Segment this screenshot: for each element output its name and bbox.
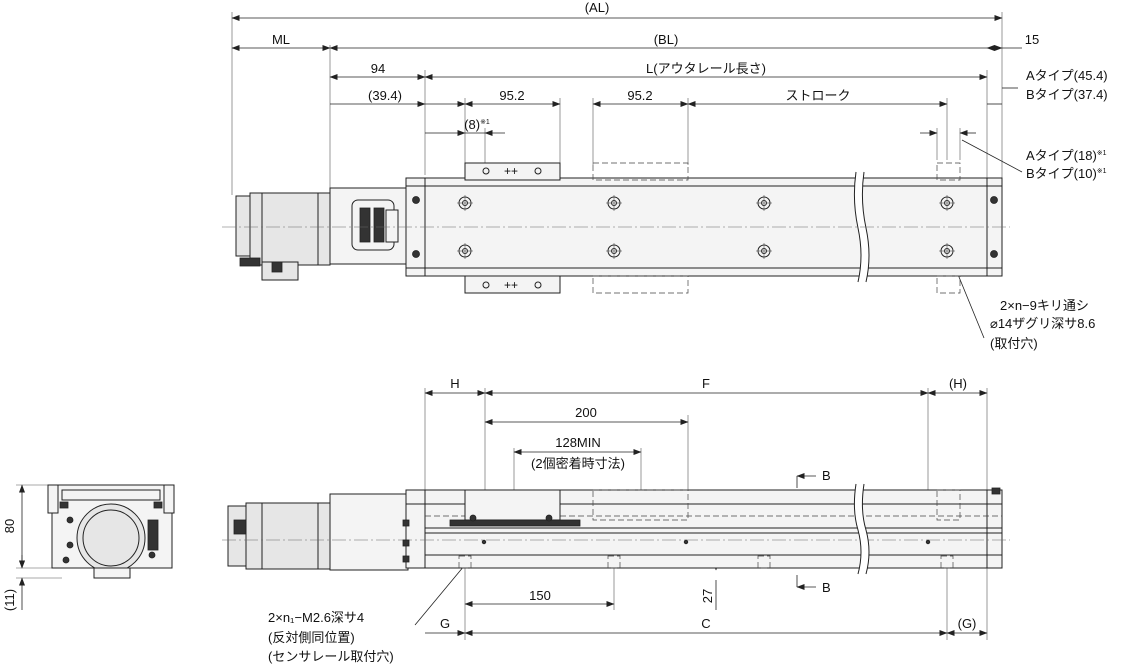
- top-extension-lines: [231, 12, 1003, 195]
- top-motor-cover: [329, 187, 407, 265]
- a-type-18-note-mark: ※1: [1097, 150, 1107, 157]
- end-view: 80 (11): [2, 484, 175, 611]
- top-view: ++ ++ (AL) ML (BL) 15 94 L(アウタレール長さ) (39…: [222, 0, 1108, 351]
- b-type-10-label: Bタイプ(10)※1: [1026, 166, 1107, 181]
- b-type-37-label: Bタイプ(37.4): [1026, 87, 1108, 102]
- b-type-10-note-mark: ※1: [1097, 168, 1107, 175]
- dim-h-label: H: [450, 376, 459, 391]
- top-rail-body: [405, 171, 1003, 283]
- a-type-18-text: Aタイプ(18): [1026, 148, 1097, 163]
- tap-note-line-3: (センサレール取付穴): [268, 649, 394, 664]
- dim-8-label: (8)※1: [464, 117, 490, 132]
- svg-text:++: ++: [504, 164, 518, 178]
- end-view-body: [47, 484, 175, 579]
- dim-200-label: 200: [575, 405, 597, 420]
- side-dimension-lines: [414, 390, 988, 636]
- dim-bl-label: (BL): [654, 32, 679, 47]
- dim-80-label: 80: [2, 519, 17, 533]
- dim-stroke-label: ストローク: [785, 88, 850, 103]
- dim-94-label: 94: [371, 61, 385, 76]
- dim-128-note: (2個密着時寸法): [531, 456, 625, 471]
- dim-f-label: F: [702, 376, 710, 391]
- a-type-18-label: Aタイプ(18)※1: [1026, 148, 1107, 163]
- section-b-bottom: B: [822, 580, 831, 595]
- a-type-45-label: Aタイプ(45.4): [1026, 68, 1108, 83]
- hole-note-line-3: (取付穴): [990, 336, 1038, 351]
- top-dimension-labels: (AL) ML (BL) 15 94 L(アウタレール長さ) (39.4) 95…: [272, 0, 1108, 351]
- side-slider: [449, 489, 961, 527]
- top-mounting-holes: [457, 195, 955, 259]
- dim-g-label: G: [440, 616, 450, 631]
- side-motor: [227, 493, 409, 571]
- top-motor: [235, 192, 331, 281]
- top-dimension-lines: [231, 15, 1023, 339]
- side-view: H F (H) 200 128MIN (2個密着時寸法) B B 27 150 …: [222, 376, 1010, 664]
- dim-11-label: (11): [2, 589, 17, 611]
- dim-8-note-mark: ※1: [480, 119, 490, 126]
- dim-al-label: (AL): [585, 0, 610, 15]
- dim-150-label: 150: [529, 588, 551, 603]
- tap-note-line-2: (反対側同位置): [268, 630, 355, 645]
- dim-8-text: (8): [464, 117, 480, 132]
- section-b-top: B: [822, 468, 831, 483]
- hole-note-line-1: 2×n−9キリ通シ: [1000, 298, 1089, 313]
- dim-128-label: 128MIN: [555, 435, 601, 450]
- dim-c-label: C: [701, 616, 710, 631]
- side-dimension-labels: H F (H) 200 128MIN (2個密着時寸法) B B 27 150 …: [268, 376, 976, 664]
- dim-h-paren-label: (H): [949, 376, 967, 391]
- dim-95-2-b-label: 95.2: [627, 88, 652, 103]
- dim-15-label: 15: [1025, 32, 1039, 47]
- hole-note-line-2: ⌀14ザグリ深サ8.6: [990, 316, 1095, 331]
- dim-ml-label: ML: [272, 32, 290, 47]
- top-slider-blocks: ++ ++: [464, 162, 961, 294]
- b-type-10-text: Bタイプ(10): [1026, 166, 1097, 181]
- dim-l-label: L(アウタレール長さ): [646, 61, 766, 76]
- dim-g-paren-label: (G): [958, 616, 977, 631]
- end-view-dimension-lines: [16, 484, 62, 610]
- dim-95-2-a-label: 95.2: [499, 88, 524, 103]
- svg-text:++: ++: [504, 278, 518, 292]
- dim-27-label: 27: [700, 589, 715, 603]
- dim-39-4-label: (39.4): [368, 88, 402, 103]
- tap-note-line-1: 2×n₁−M2.6深サ4: [268, 610, 364, 625]
